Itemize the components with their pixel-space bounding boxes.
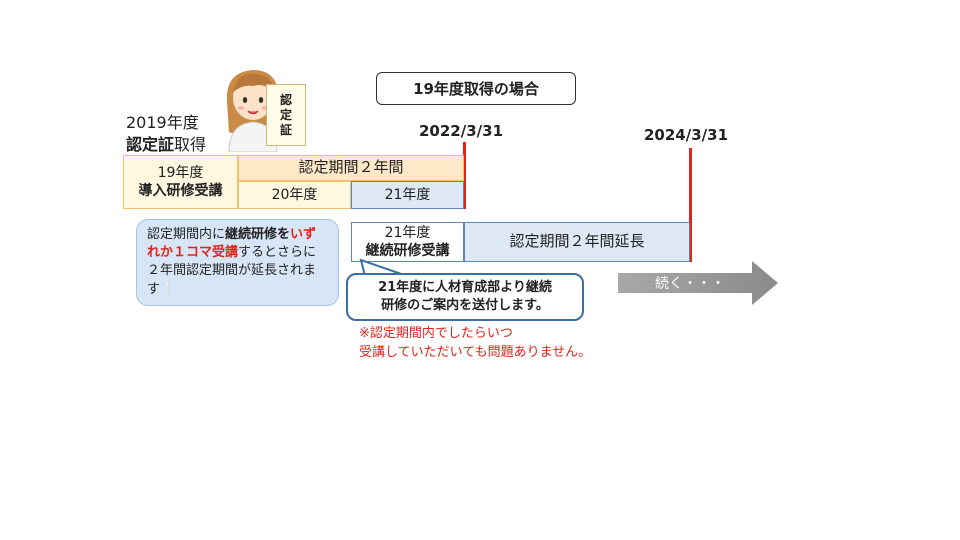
deadline-line-2022 xyxy=(463,142,466,209)
cert-acquired-label: 認定証取得 xyxy=(126,131,206,155)
cert-period-header: 認定期間２年間 xyxy=(238,155,464,181)
certificate-badge: 認 定 証 xyxy=(266,84,306,146)
note-part1: 認定期間内に xyxy=(147,227,226,242)
badge-char: 認 xyxy=(279,92,292,107)
badge-char: 定 xyxy=(279,107,292,122)
right-arrow-icon xyxy=(618,261,778,305)
callout-line1: 21年度に人材育成部より継続 xyxy=(378,280,552,296)
intro-training-cell: 19年度 導入研修受講 xyxy=(123,155,238,209)
anytime-note: ※認定期間内でしたらいつ 受講していただいても問題ありません。 xyxy=(359,325,591,363)
note-part3: いずれか１コマ受講 xyxy=(147,227,317,261)
note-part2: 継続研修を xyxy=(225,227,291,242)
intro-year: 19年度 xyxy=(157,164,204,181)
continuing-year: 21年度 xyxy=(384,224,431,241)
page-title: 19年度取得の場合 xyxy=(376,72,576,105)
cert-label-bold: 認定証 xyxy=(126,135,175,154)
callout-pointer xyxy=(359,258,408,277)
continue-label: 続く・・・ xyxy=(655,276,725,292)
intro-training-label: 導入研修受講 xyxy=(138,183,223,199)
cert-year-label: 2019年度 xyxy=(126,113,199,132)
year-21-cell: 21年度 xyxy=(351,181,464,209)
continuing-training-callout: 21年度に人材育成部より継続 研修のご案内を送付します。 xyxy=(346,273,584,321)
cert-label-rest: 取得 xyxy=(174,135,207,154)
year-20-cell: 20年度 xyxy=(238,181,351,209)
badge-char: 証 xyxy=(279,122,292,137)
continuing-training-label: 継続研修受講 xyxy=(365,243,450,259)
note-part4: するとさらに２年間認定期間が延長されます❕ xyxy=(147,245,317,297)
deadline-line-2024 xyxy=(689,148,692,262)
continuing-training-cell: 21年度 継続研修受講 xyxy=(351,222,464,262)
red-note-line1: ※認定期間内でしたらいつ xyxy=(359,326,513,341)
extension-cell: 認定期間２年間延長 xyxy=(464,222,690,262)
extension-note: 認定期間内に継続研修をいずれか１コマ受講するとさらに２年間認定期間が延長されます… xyxy=(136,219,339,306)
callout-line2: 研修のご案内を送付します。 xyxy=(381,298,549,313)
red-note-line2: 受講していただいても問題ありません。 xyxy=(359,344,592,360)
date-2022: 2022/3/31 xyxy=(419,122,504,140)
date-2024: 2024/3/31 xyxy=(644,126,729,144)
